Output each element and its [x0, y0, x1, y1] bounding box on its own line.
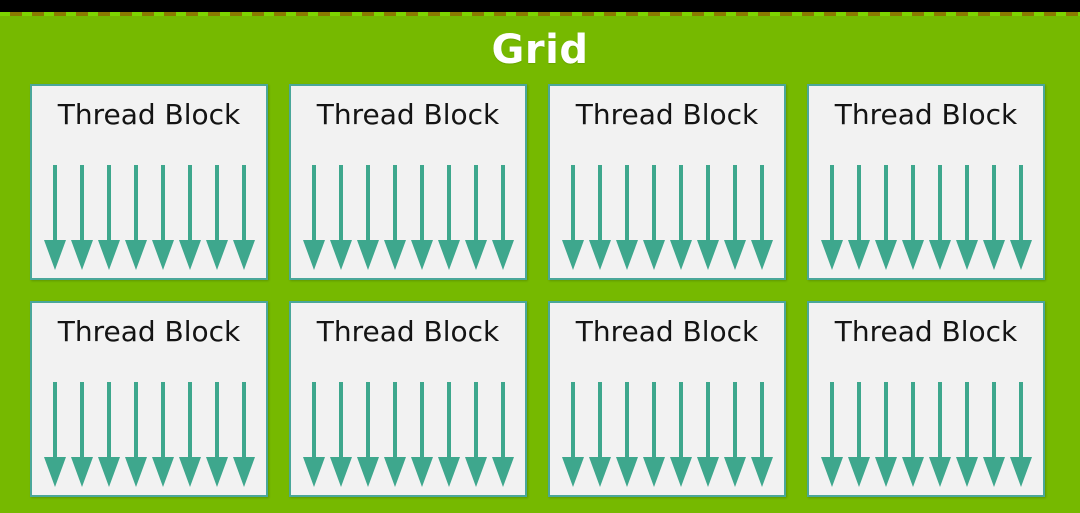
thread-arrow-icon — [928, 382, 951, 487]
thread-arrow-icon — [1009, 165, 1032, 270]
thread-arrow-row — [550, 160, 784, 270]
thread-block-grid: Thread Block Thread Block — [30, 84, 1046, 497]
thread-arrow-icon — [232, 165, 255, 270]
thread-arrow-icon — [723, 382, 746, 487]
thread-arrow-icon — [561, 165, 584, 270]
thread-arrow-icon — [955, 382, 978, 487]
thread-arrow-icon — [70, 382, 93, 487]
thread-arrow-icon — [329, 165, 352, 270]
thread-arrow-icon — [750, 165, 773, 270]
thread-arrow-row — [32, 160, 266, 270]
thread-arrow-icon — [491, 382, 514, 487]
thread-arrow-icon — [901, 382, 924, 487]
thread-arrow-icon — [43, 382, 66, 487]
thread-arrow-icon — [329, 382, 352, 487]
thread-block-label: Thread Block — [834, 315, 1018, 348]
thread-arrow-icon — [874, 165, 897, 270]
thread-arrow-icon — [124, 165, 147, 270]
thread-arrow-icon — [70, 165, 93, 270]
thread-block[interactable]: Thread Block — [289, 84, 527, 280]
thread-block-label: Thread Block — [316, 98, 500, 131]
thread-block-label: Thread Block — [575, 315, 759, 348]
thread-arrow-icon — [356, 165, 379, 270]
thread-arrow-icon — [847, 382, 870, 487]
thread-arrow-icon — [464, 382, 487, 487]
thread-arrow-icon — [43, 165, 66, 270]
thread-arrow-icon — [847, 165, 870, 270]
thread-arrow-icon — [491, 165, 514, 270]
thread-arrow-icon — [820, 382, 843, 487]
thread-arrow-icon — [437, 382, 460, 487]
thread-arrow-icon — [410, 382, 433, 487]
thread-arrow-icon — [205, 382, 228, 487]
thread-arrow-icon — [124, 382, 147, 487]
thread-arrow-icon — [97, 382, 120, 487]
thread-arrow-row — [32, 377, 266, 487]
thread-arrow-icon — [588, 382, 611, 487]
thread-arrow-icon — [696, 165, 719, 270]
thread-block-label: Thread Block — [57, 315, 241, 348]
top-dashed-rule — [0, 12, 1080, 16]
thread-arrow-icon — [232, 382, 255, 487]
thread-block[interactable]: Thread Block — [548, 301, 786, 497]
thread-arrow-icon — [820, 165, 843, 270]
thread-arrow-icon — [874, 382, 897, 487]
thread-arrow-row — [550, 377, 784, 487]
thread-arrow-icon — [151, 382, 174, 487]
thread-arrow-row — [809, 377, 1043, 487]
thread-arrow-icon — [750, 382, 773, 487]
thread-arrow-icon — [723, 165, 746, 270]
thread-arrow-icon — [410, 165, 433, 270]
thread-arrow-icon — [383, 382, 406, 487]
thread-arrow-icon — [97, 165, 120, 270]
thread-arrow-icon — [302, 165, 325, 270]
thread-arrow-icon — [928, 165, 951, 270]
thread-arrow-icon — [464, 165, 487, 270]
top-black-band — [0, 0, 1080, 12]
thread-block-label: Thread Block — [834, 98, 1018, 131]
thread-arrow-icon — [669, 382, 692, 487]
thread-block[interactable]: Thread Block — [30, 301, 268, 497]
thread-arrow-icon — [437, 165, 460, 270]
thread-arrow-row — [291, 377, 525, 487]
thread-arrow-icon — [982, 382, 1005, 487]
thread-arrow-icon — [356, 382, 379, 487]
thread-arrow-icon — [642, 382, 665, 487]
thread-arrow-icon — [302, 382, 325, 487]
thread-block[interactable]: Thread Block — [289, 301, 527, 497]
thread-arrow-icon — [151, 165, 174, 270]
thread-arrow-icon — [205, 165, 228, 270]
thread-arrow-icon — [982, 165, 1005, 270]
thread-block[interactable]: Thread Block — [807, 84, 1045, 280]
thread-block[interactable]: Thread Block — [30, 84, 268, 280]
thread-block-label: Thread Block — [575, 98, 759, 131]
thread-arrow-icon — [901, 165, 924, 270]
thread-arrow-icon — [1009, 382, 1032, 487]
thread-arrow-icon — [561, 382, 584, 487]
grid-title: Grid — [491, 27, 589, 73]
thread-arrow-icon — [955, 165, 978, 270]
thread-arrow-icon — [383, 165, 406, 270]
thread-block-label: Thread Block — [316, 315, 500, 348]
thread-arrow-icon — [642, 165, 665, 270]
thread-arrow-row — [291, 160, 525, 270]
thread-block-label: Thread Block — [57, 98, 241, 131]
thread-arrow-row — [809, 160, 1043, 270]
thread-arrow-icon — [178, 382, 201, 487]
thread-arrow-icon — [615, 165, 638, 270]
thread-arrow-icon — [178, 165, 201, 270]
thread-block[interactable]: Thread Block — [548, 84, 786, 280]
thread-block[interactable]: Thread Block — [807, 301, 1045, 497]
thread-arrow-icon — [696, 382, 719, 487]
grid-panel: Grid Thread Block Thread Block — [0, 16, 1080, 513]
thread-arrow-icon — [669, 165, 692, 270]
thread-arrow-icon — [615, 382, 638, 487]
thread-arrow-icon — [588, 165, 611, 270]
